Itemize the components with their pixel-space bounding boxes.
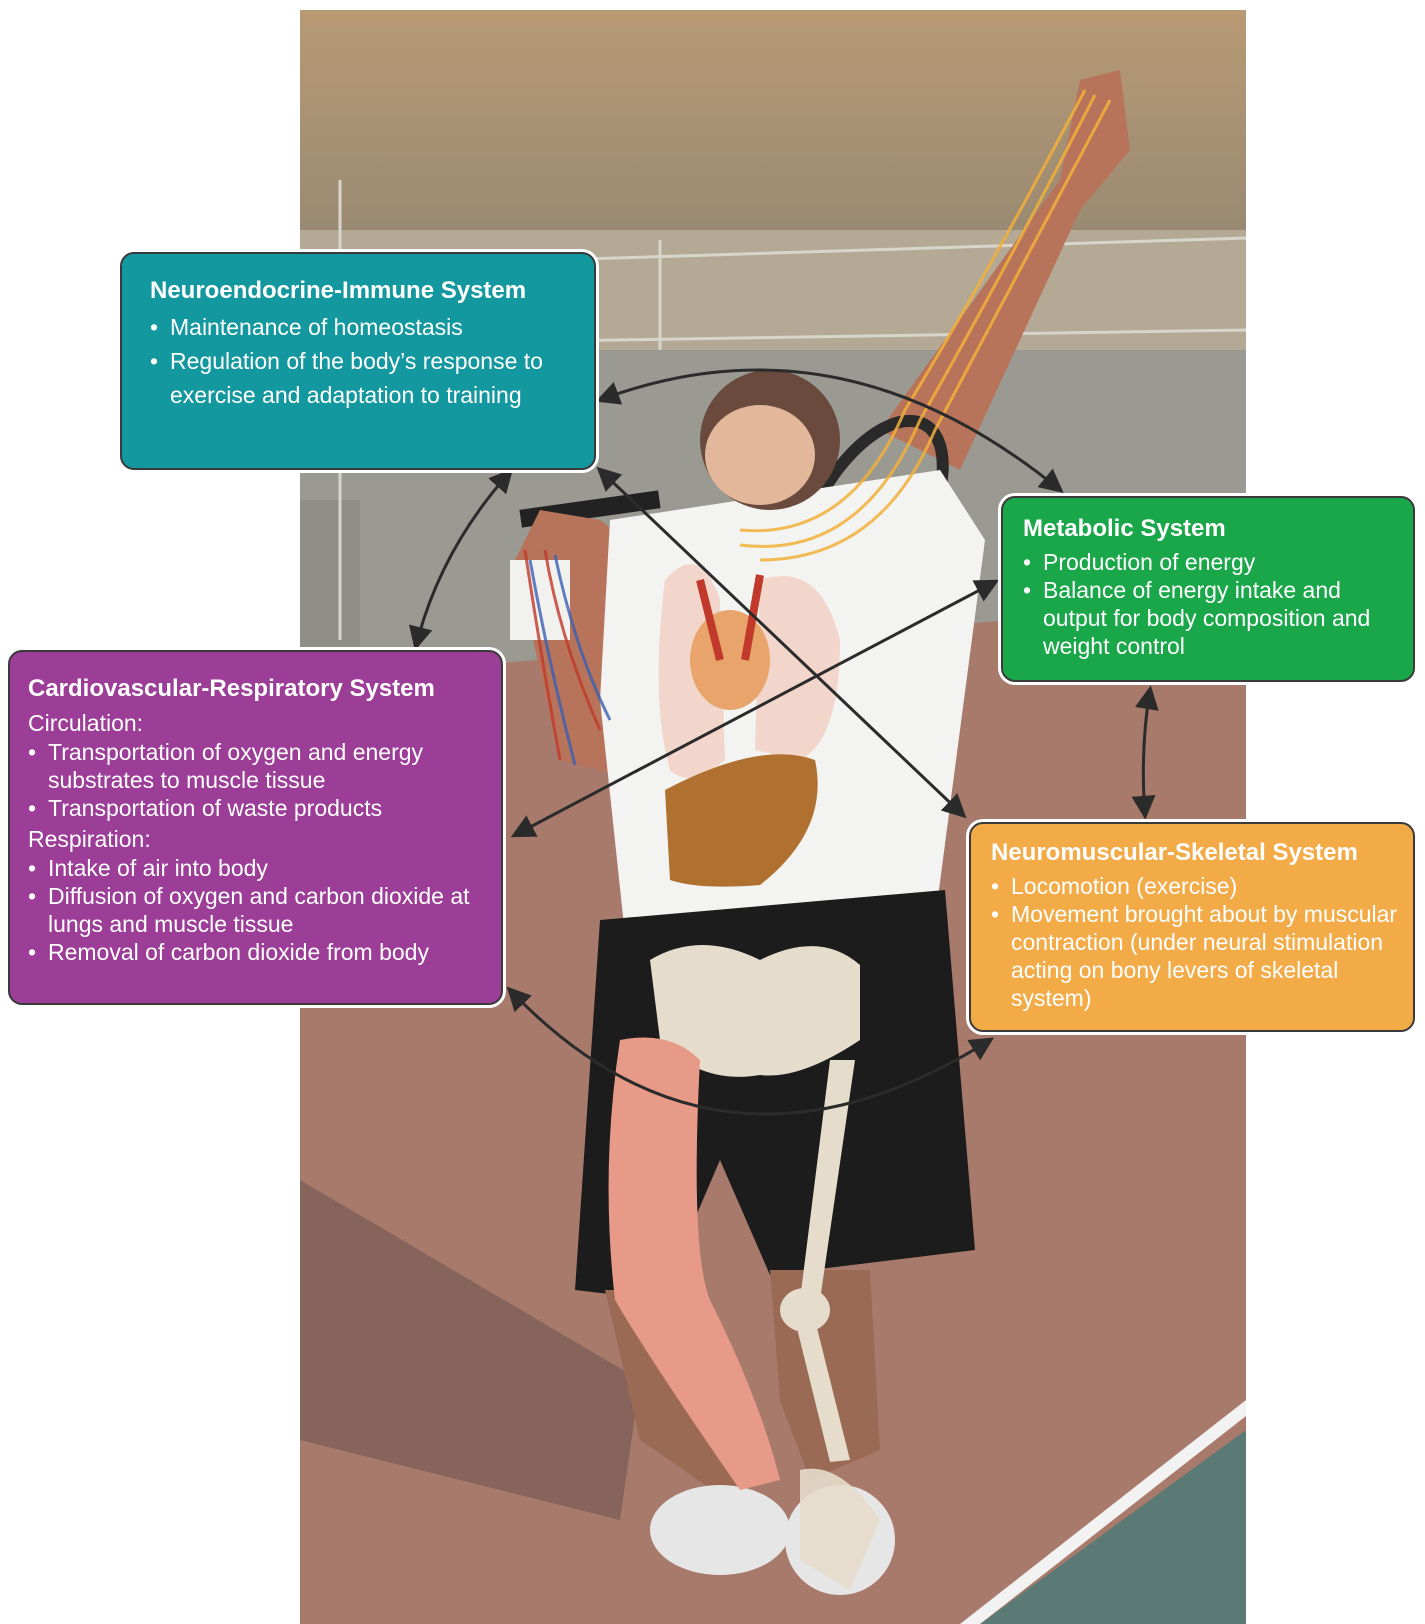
list-item: •Production of energy — [1023, 548, 1399, 576]
list-item: •Regulation of the body’s response to ex… — [150, 344, 574, 412]
list-item: •Balance of energy intake and output for… — [1023, 576, 1399, 660]
cardiovascular-respiratory-title: Cardiovascular-Respiratory System — [28, 674, 487, 704]
list-item: •Movement brought about by muscular cont… — [991, 900, 1401, 1012]
metabolic-box: Metabolic System •Production of energy •… — [1001, 496, 1415, 682]
metabolic-title: Metabolic System — [1023, 514, 1399, 544]
neuroendocrine-immune-title: Neuroendocrine-Immune System — [150, 276, 574, 306]
metabolic-list: •Production of energy •Balance of energy… — [1023, 548, 1399, 660]
list-item: •Intake of air into body — [28, 854, 487, 882]
list-item: •Locomotion (exercise) — [991, 872, 1401, 900]
respiration-heading: Respiration: — [28, 824, 487, 854]
neuromuscular-skeletal-title: Neuromuscular-Skeletal System — [991, 838, 1401, 868]
list-item: •Transportation of waste products — [28, 794, 487, 822]
list-item: •Maintenance of homeostasis — [150, 310, 574, 344]
neuromuscular-skeletal-list: •Locomotion (exercise) •Movement brought… — [991, 872, 1401, 1012]
cardiovascular-respiratory-box: Cardiovascular-Respiratory System Circul… — [8, 650, 503, 1005]
neuromuscular-skeletal-box: Neuromuscular-Skeletal System •Locomotio… — [969, 822, 1415, 1032]
respiration-list: •Intake of air into body •Diffusion of o… — [28, 854, 487, 966]
list-item: •Transportation of oxygen and energy sub… — [28, 738, 487, 794]
list-item: •Diffusion of oxygen and carbon dioxide … — [28, 882, 487, 938]
circulation-heading: Circulation: — [28, 708, 487, 738]
list-item: •Removal of carbon dioxide from body — [28, 938, 487, 966]
neuroendocrine-immune-box: Neuroendocrine-Immune System •Maintenanc… — [120, 252, 596, 470]
circulation-list: •Transportation of oxygen and energy sub… — [28, 738, 487, 822]
neuroendocrine-immune-list: •Maintenance of homeostasis •Regulation … — [150, 310, 574, 412]
